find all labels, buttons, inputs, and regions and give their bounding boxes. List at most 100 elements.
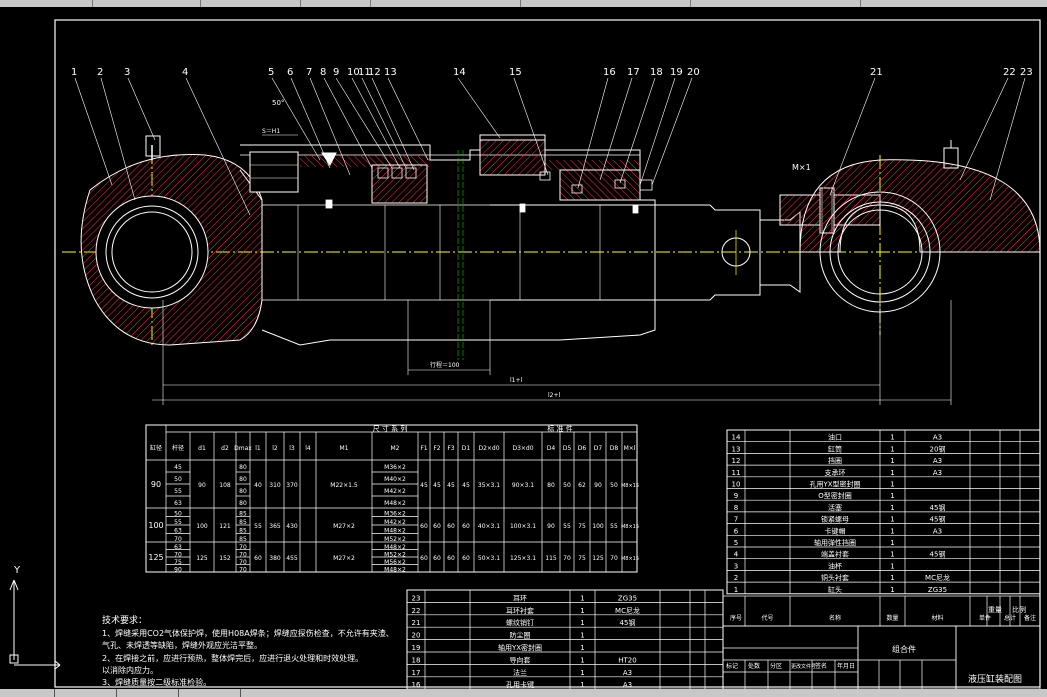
- bom-item-number: 6: [734, 527, 739, 535]
- thread-m2: M36×2: [384, 464, 406, 471]
- table-cell-text: 80: [547, 482, 555, 489]
- column-header: F2: [433, 445, 440, 452]
- table-cell-text: 75: [578, 555, 586, 562]
- column-header: d2: [221, 445, 229, 452]
- column-header: D1: [462, 445, 471, 452]
- rod-size: 45: [174, 464, 182, 471]
- table-cell-text: 80: [239, 464, 247, 471]
- bom-quantity: 1: [580, 619, 584, 627]
- table-cell-text: M8×15: [621, 556, 639, 562]
- bom-quantity: 1: [890, 445, 894, 453]
- thread-m2: M42×2: [384, 488, 406, 495]
- rod-size: 63: [174, 500, 182, 507]
- cylinder-assembly-view: [62, 77, 1041, 405]
- std-header: 标 准 件: [547, 424, 572, 433]
- bom-quantity: 1: [580, 594, 584, 602]
- column-header: D5: [563, 445, 572, 452]
- technical-notes: 技术要求： 1、焊缝采用CO2气体保护焊，使用H08A焊条；焊缝应探伤检查，不允…: [102, 614, 394, 687]
- bom-header-label: 序号: [730, 614, 742, 622]
- bom-quantity: 1: [890, 586, 894, 594]
- toolbar-divider: [370, 0, 371, 7]
- drawing-border: [54, 19, 1041, 688]
- balloon-3: 3: [124, 67, 130, 78]
- weight-label: 重量: [988, 606, 1002, 614]
- balloon-18: 18: [650, 67, 663, 78]
- balloon-5: 5: [268, 67, 274, 78]
- bom-header-label: 备注: [1024, 614, 1036, 622]
- thread-m2: M42×2: [384, 519, 406, 526]
- piston-section: [371, 164, 428, 204]
- balloon-9: 9: [333, 67, 339, 78]
- table-cell-text: 100×3.1: [510, 523, 536, 530]
- note-line: 3、焊缝质量按二级标准检验。: [102, 677, 211, 687]
- bom-part-name: O型密封圈: [818, 491, 852, 500]
- rod-size: 90: [174, 566, 182, 573]
- bom-part-name: 锁紧螺母: [821, 515, 849, 524]
- layout-tab[interactable]: [52, 689, 117, 697]
- bore-size: 100: [148, 521, 163, 530]
- column-header: D8: [610, 445, 619, 452]
- tb-cell-label: 年月日: [837, 662, 855, 670]
- note-line: 气孔、未焊透等缺陷，焊缝外观应光洁平整。: [102, 640, 262, 650]
- table-cell-text: 85: [239, 536, 247, 543]
- bom-quantity: 1: [890, 469, 894, 477]
- table-cell-text: 45: [420, 482, 428, 489]
- thread-m2: M52×2: [384, 536, 406, 543]
- table-cell-text: 365: [269, 523, 281, 530]
- group-header: 尺 寸 系 列: [373, 424, 408, 433]
- bom-material: A3: [933, 469, 942, 477]
- thread-m1: M27×2: [333, 523, 355, 530]
- column-header: D3×d0: [512, 445, 533, 452]
- bom-quantity: 1: [890, 551, 894, 559]
- bom-material: A3: [933, 527, 942, 535]
- balloon-20: 20: [687, 67, 700, 78]
- length-dimension-2: l2+l: [548, 392, 561, 399]
- surface-angle-label: 50°: [272, 99, 284, 107]
- bom-item-number: 14: [732, 434, 741, 442]
- column-header: M1: [340, 445, 349, 452]
- table-cell-text: 380: [269, 555, 281, 562]
- table-cell-text: 121: [219, 523, 231, 530]
- tube-wall-section: [545, 160, 640, 170]
- bom-item-number: 17: [412, 669, 421, 677]
- bom-part-name: 导向套: [510, 655, 531, 664]
- bom-part-name: 耳环: [513, 594, 527, 602]
- layout-tab[interactable]: [176, 689, 241, 697]
- balloon-17: 17: [627, 67, 640, 78]
- table-cell-text: 35×3.1: [478, 482, 500, 489]
- piston-rod: [490, 204, 761, 301]
- table-cell-text: 80: [239, 500, 247, 507]
- toolbar-divider: [690, 0, 691, 7]
- balloon-21: 21: [870, 67, 883, 78]
- layout-tab[interactable]: [114, 689, 179, 697]
- balloon-6: 6: [287, 67, 293, 78]
- thread-m2: M48×2: [384, 544, 406, 551]
- table-cell-text: 90: [198, 482, 206, 489]
- bom-part-name: 支承环: [825, 468, 846, 477]
- rod-size: 50: [174, 510, 182, 517]
- table-cell-text: 55: [254, 523, 262, 530]
- table-cell-text: 50: [563, 482, 571, 489]
- bom-material: A3: [623, 669, 632, 677]
- balloon-11: 11: [358, 67, 371, 78]
- table-cell-text: 90×3.1: [512, 482, 534, 489]
- title-block: [722, 595, 1041, 689]
- table-cell-text: 60: [433, 555, 441, 562]
- table-cell-text: 55: [563, 523, 571, 530]
- table-cell-text: 85: [239, 527, 247, 534]
- model-tab[interactable]: [0, 689, 55, 697]
- thread-m2: M48×2: [384, 566, 406, 573]
- cylinder-tube: [240, 134, 656, 346]
- cad-drawing-canvas[interactable]: 1 2 3 4 5 6 7 8 9 10 11 12 13 14 15 16 1…: [0, 7, 1047, 689]
- bom-part-name: 铜头衬套: [821, 573, 849, 582]
- rod-eye: [799, 159, 1041, 253]
- tb-cell-label: 签名: [815, 662, 827, 670]
- bom-item-number: 19: [412, 644, 421, 652]
- bom-item-number: 10: [732, 481, 741, 489]
- bom-material: A3: [933, 457, 942, 465]
- bom-item-number: 16: [412, 681, 421, 689]
- table-cell-text: 115: [545, 555, 557, 562]
- balloon-16: 16: [603, 67, 616, 78]
